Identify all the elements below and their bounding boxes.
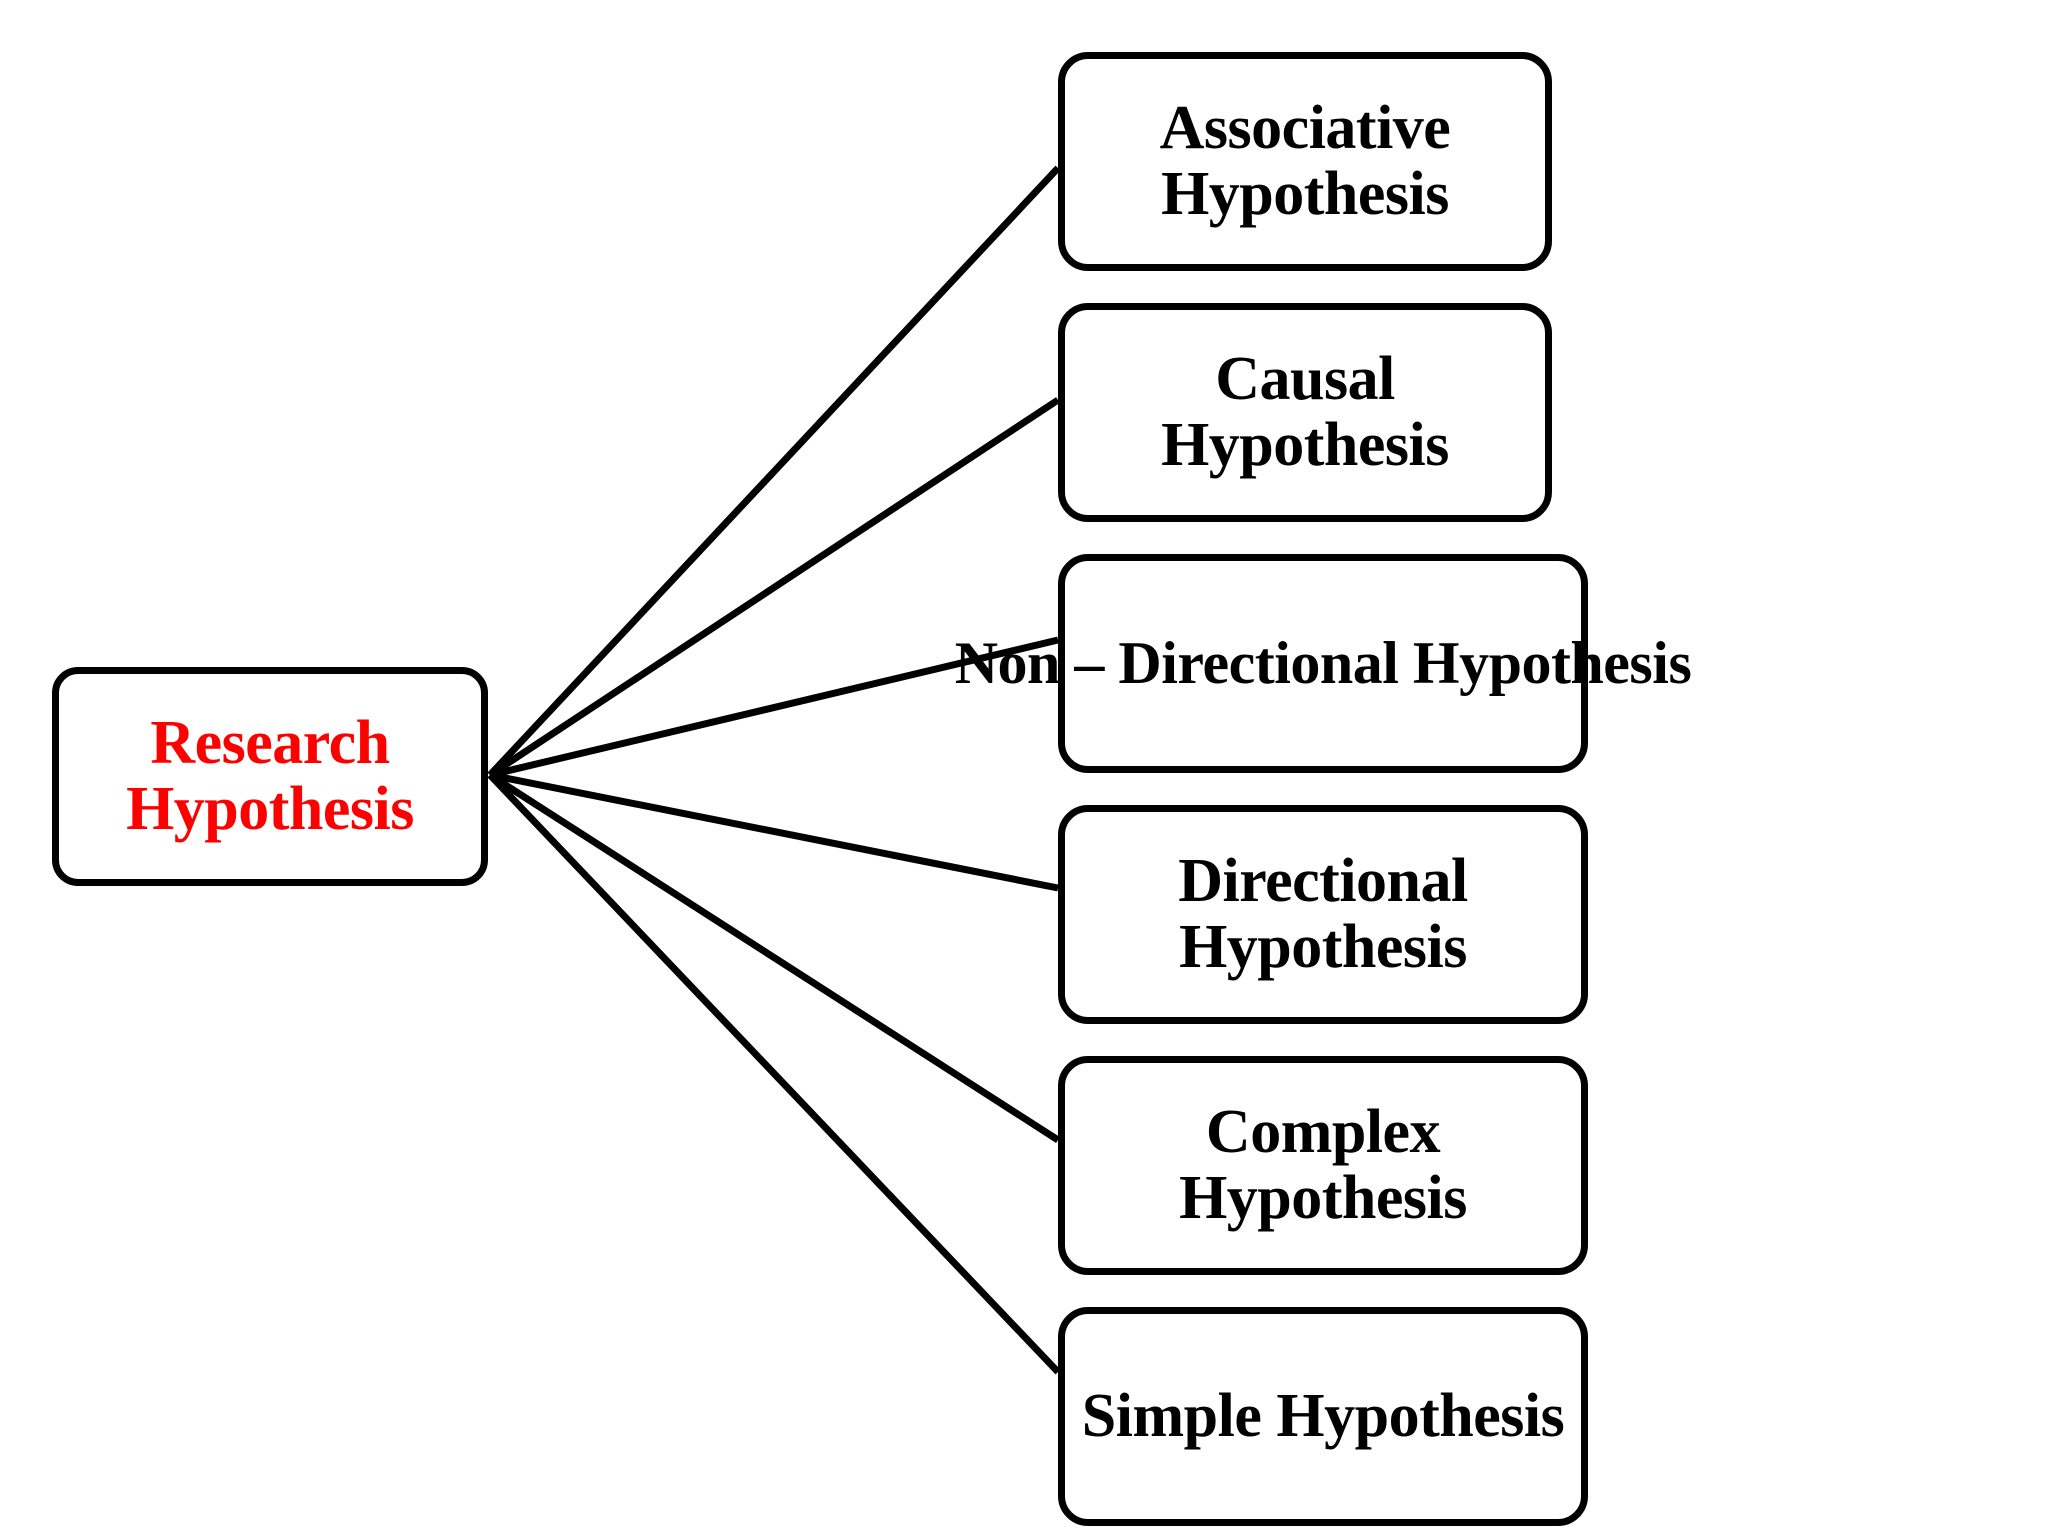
node-label-directional-hypothesis: Directional Hypothesis	[1178, 846, 1468, 981]
node-label-causal-hypothesis: Causal Hypothesis	[1161, 344, 1449, 479]
node-research-hypothesis[interactable]: Research Hypothesis	[52, 667, 488, 886]
connector-line-4	[488, 772, 1060, 1143]
node-directional-hypothesis[interactable]: Directional Hypothesis	[1058, 805, 1588, 1024]
node-simple-hypothesis[interactable]: Simple Hypothesis	[1058, 1307, 1588, 1526]
connector-line-1	[488, 397, 1060, 778]
node-non-directional-hypothesis[interactable]: Non – Directional Hypothesis	[955, 554, 1692, 773]
node-label-associative-hypothesis: Associative Hypothesis	[1159, 93, 1451, 228]
node-label-root: Research Hypothesis	[126, 708, 414, 843]
node-associative-hypothesis[interactable]: Associative Hypothesis	[1058, 52, 1552, 271]
node-label-complex-hypothesis: Complex Hypothesis	[1179, 1097, 1467, 1232]
node-complex-hypothesis[interactable]: Complex Hypothesis	[1058, 1056, 1588, 1275]
connector-line-3	[489, 771, 1059, 892]
node-label-non-directional-hypothesis: Non – Directional Hypothesis	[954, 629, 1692, 696]
connector-line-5	[487, 772, 1061, 1375]
node-causal-hypothesis[interactable]: Causal Hypothesis	[1058, 303, 1552, 522]
node-label-simple-hypothesis: Simple Hypothesis	[1081, 1381, 1565, 1450]
